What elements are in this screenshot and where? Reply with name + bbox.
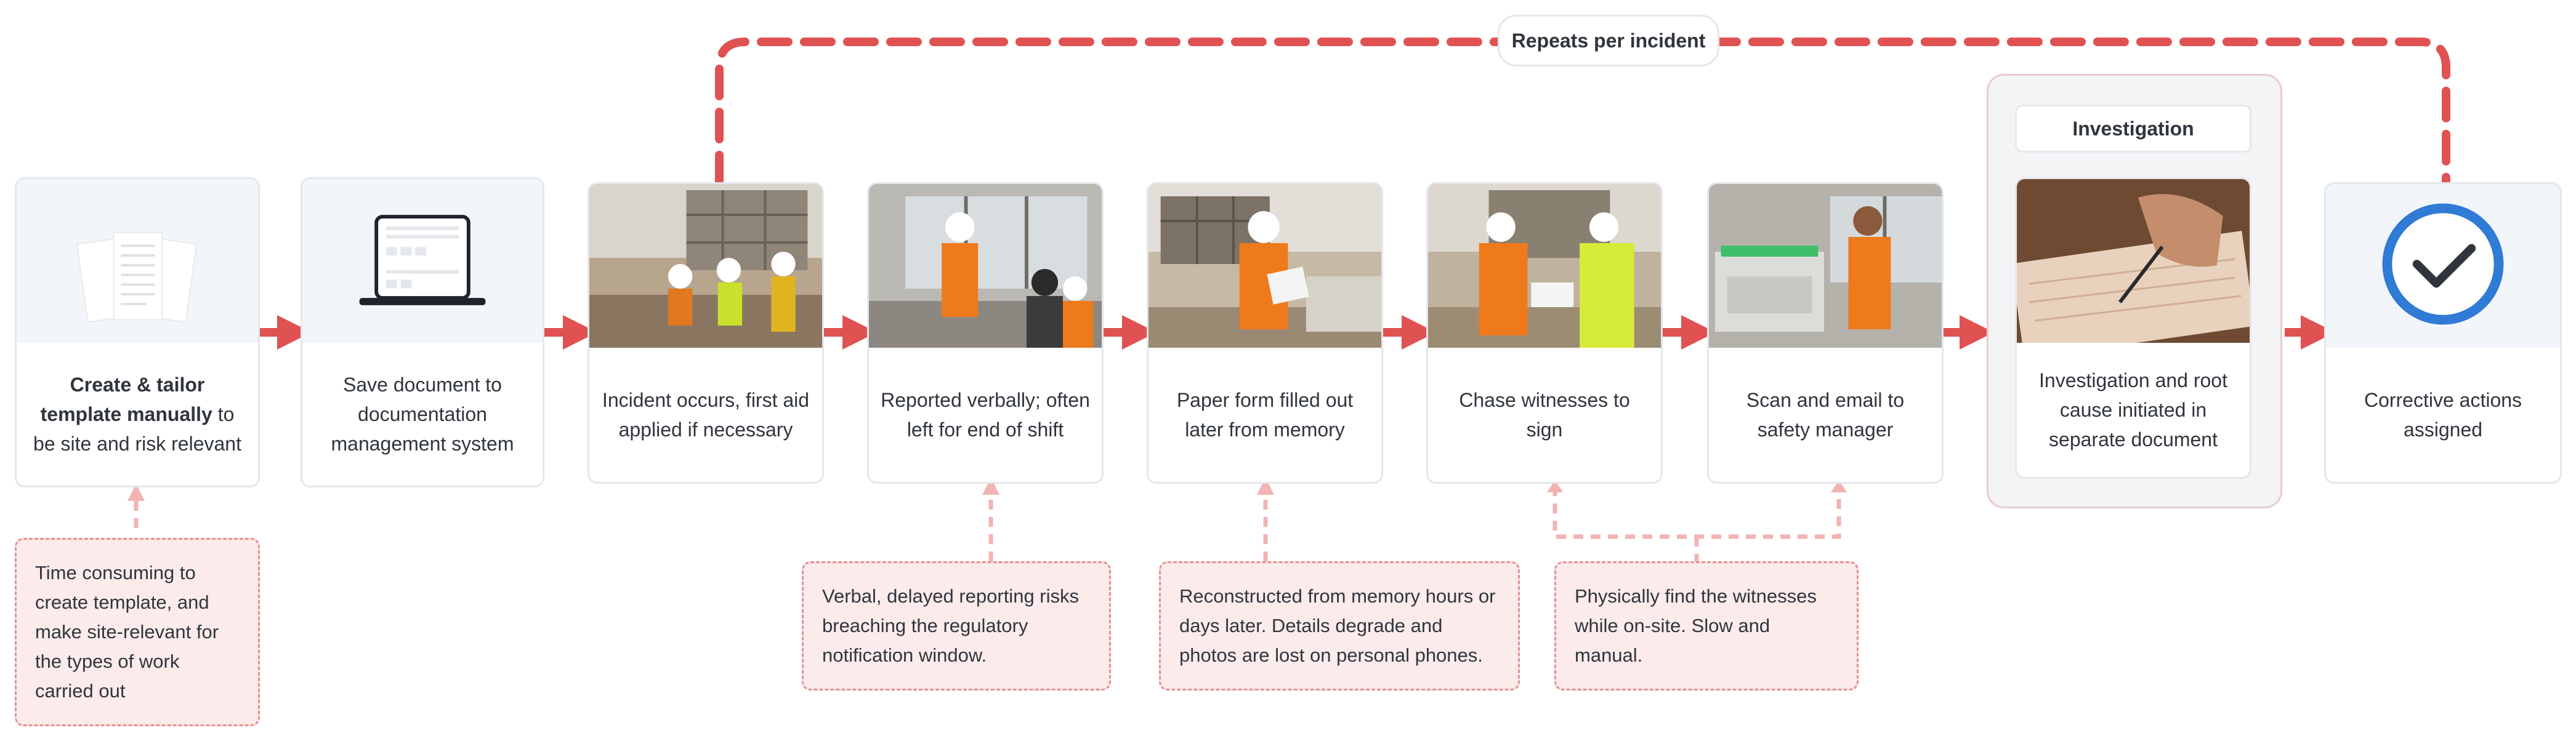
step-save-document-label: Save document to documentation managemen… — [331, 374, 514, 455]
step-chase-witnesses: Chase witnesses to sign — [1426, 182, 1663, 484]
step-save-document: Save document to documentation managemen… — [301, 177, 544, 487]
pain-connector-4 — [1552, 486, 1841, 561]
step-corrective-actions-label: Corrective actions assigned — [2364, 389, 2522, 441]
step-create-template: Create & tailor template manually to be … — [15, 177, 260, 487]
documents-icon — [17, 179, 258, 343]
step-investigation: Investigation and root cause initiated i… — [2015, 177, 2251, 479]
pain-note-template: Time consuming to create template, and m… — [15, 538, 260, 726]
step-create-template-label: Create & tailor template manually to be … — [33, 374, 241, 455]
first-aid-photo — [589, 184, 822, 348]
writing-photo — [2017, 179, 2250, 343]
step-paper-form: Paper form filled out later from memory — [1147, 182, 1383, 484]
laptop-icon — [302, 179, 543, 343]
repeats-per-incident-label: Repeats per incident — [1498, 15, 1719, 66]
step-scan-email-label: Scan and email to safety manager — [1746, 389, 1905, 441]
step-scan-email: Scan and email to safety manager — [1707, 182, 1944, 484]
step-reported-verbally: Reported verbally; often left for end of… — [867, 182, 1104, 484]
pain-note-verbal: Verbal, delayed reporting risks breachin… — [802, 561, 1111, 691]
step-incident-occurs: Incident occurs, first aid applied if ne… — [587, 182, 824, 484]
pain-note-witnesses: Physically find the witnesses while on-s… — [1554, 561, 1859, 691]
step-corrective-actions: Corrective actions assigned — [2324, 182, 2562, 484]
pain-note-memory: Reconstructed from memory hours or days … — [1159, 561, 1520, 691]
paper-form-photo — [1149, 184, 1381, 348]
step-reported-verbally-label: Reported verbally; often left for end of… — [881, 389, 1090, 441]
investigation-title: Investigation — [2015, 105, 2251, 153]
step-incident-occurs-label: Incident occurs, first aid applied if ne… — [602, 389, 810, 441]
check-circle-icon — [2326, 184, 2560, 348]
verbal-report-photo — [869, 184, 1102, 348]
witness-signing-photo — [1428, 184, 1661, 348]
step-investigation-label: Investigation and root cause initiated i… — [2039, 369, 2227, 451]
step-chase-witnesses-label: Chase witnesses to sign — [1459, 389, 1630, 441]
step-paper-form-label: Paper form filled out later from memory — [1176, 389, 1354, 441]
scanner-photo — [1709, 184, 1942, 348]
